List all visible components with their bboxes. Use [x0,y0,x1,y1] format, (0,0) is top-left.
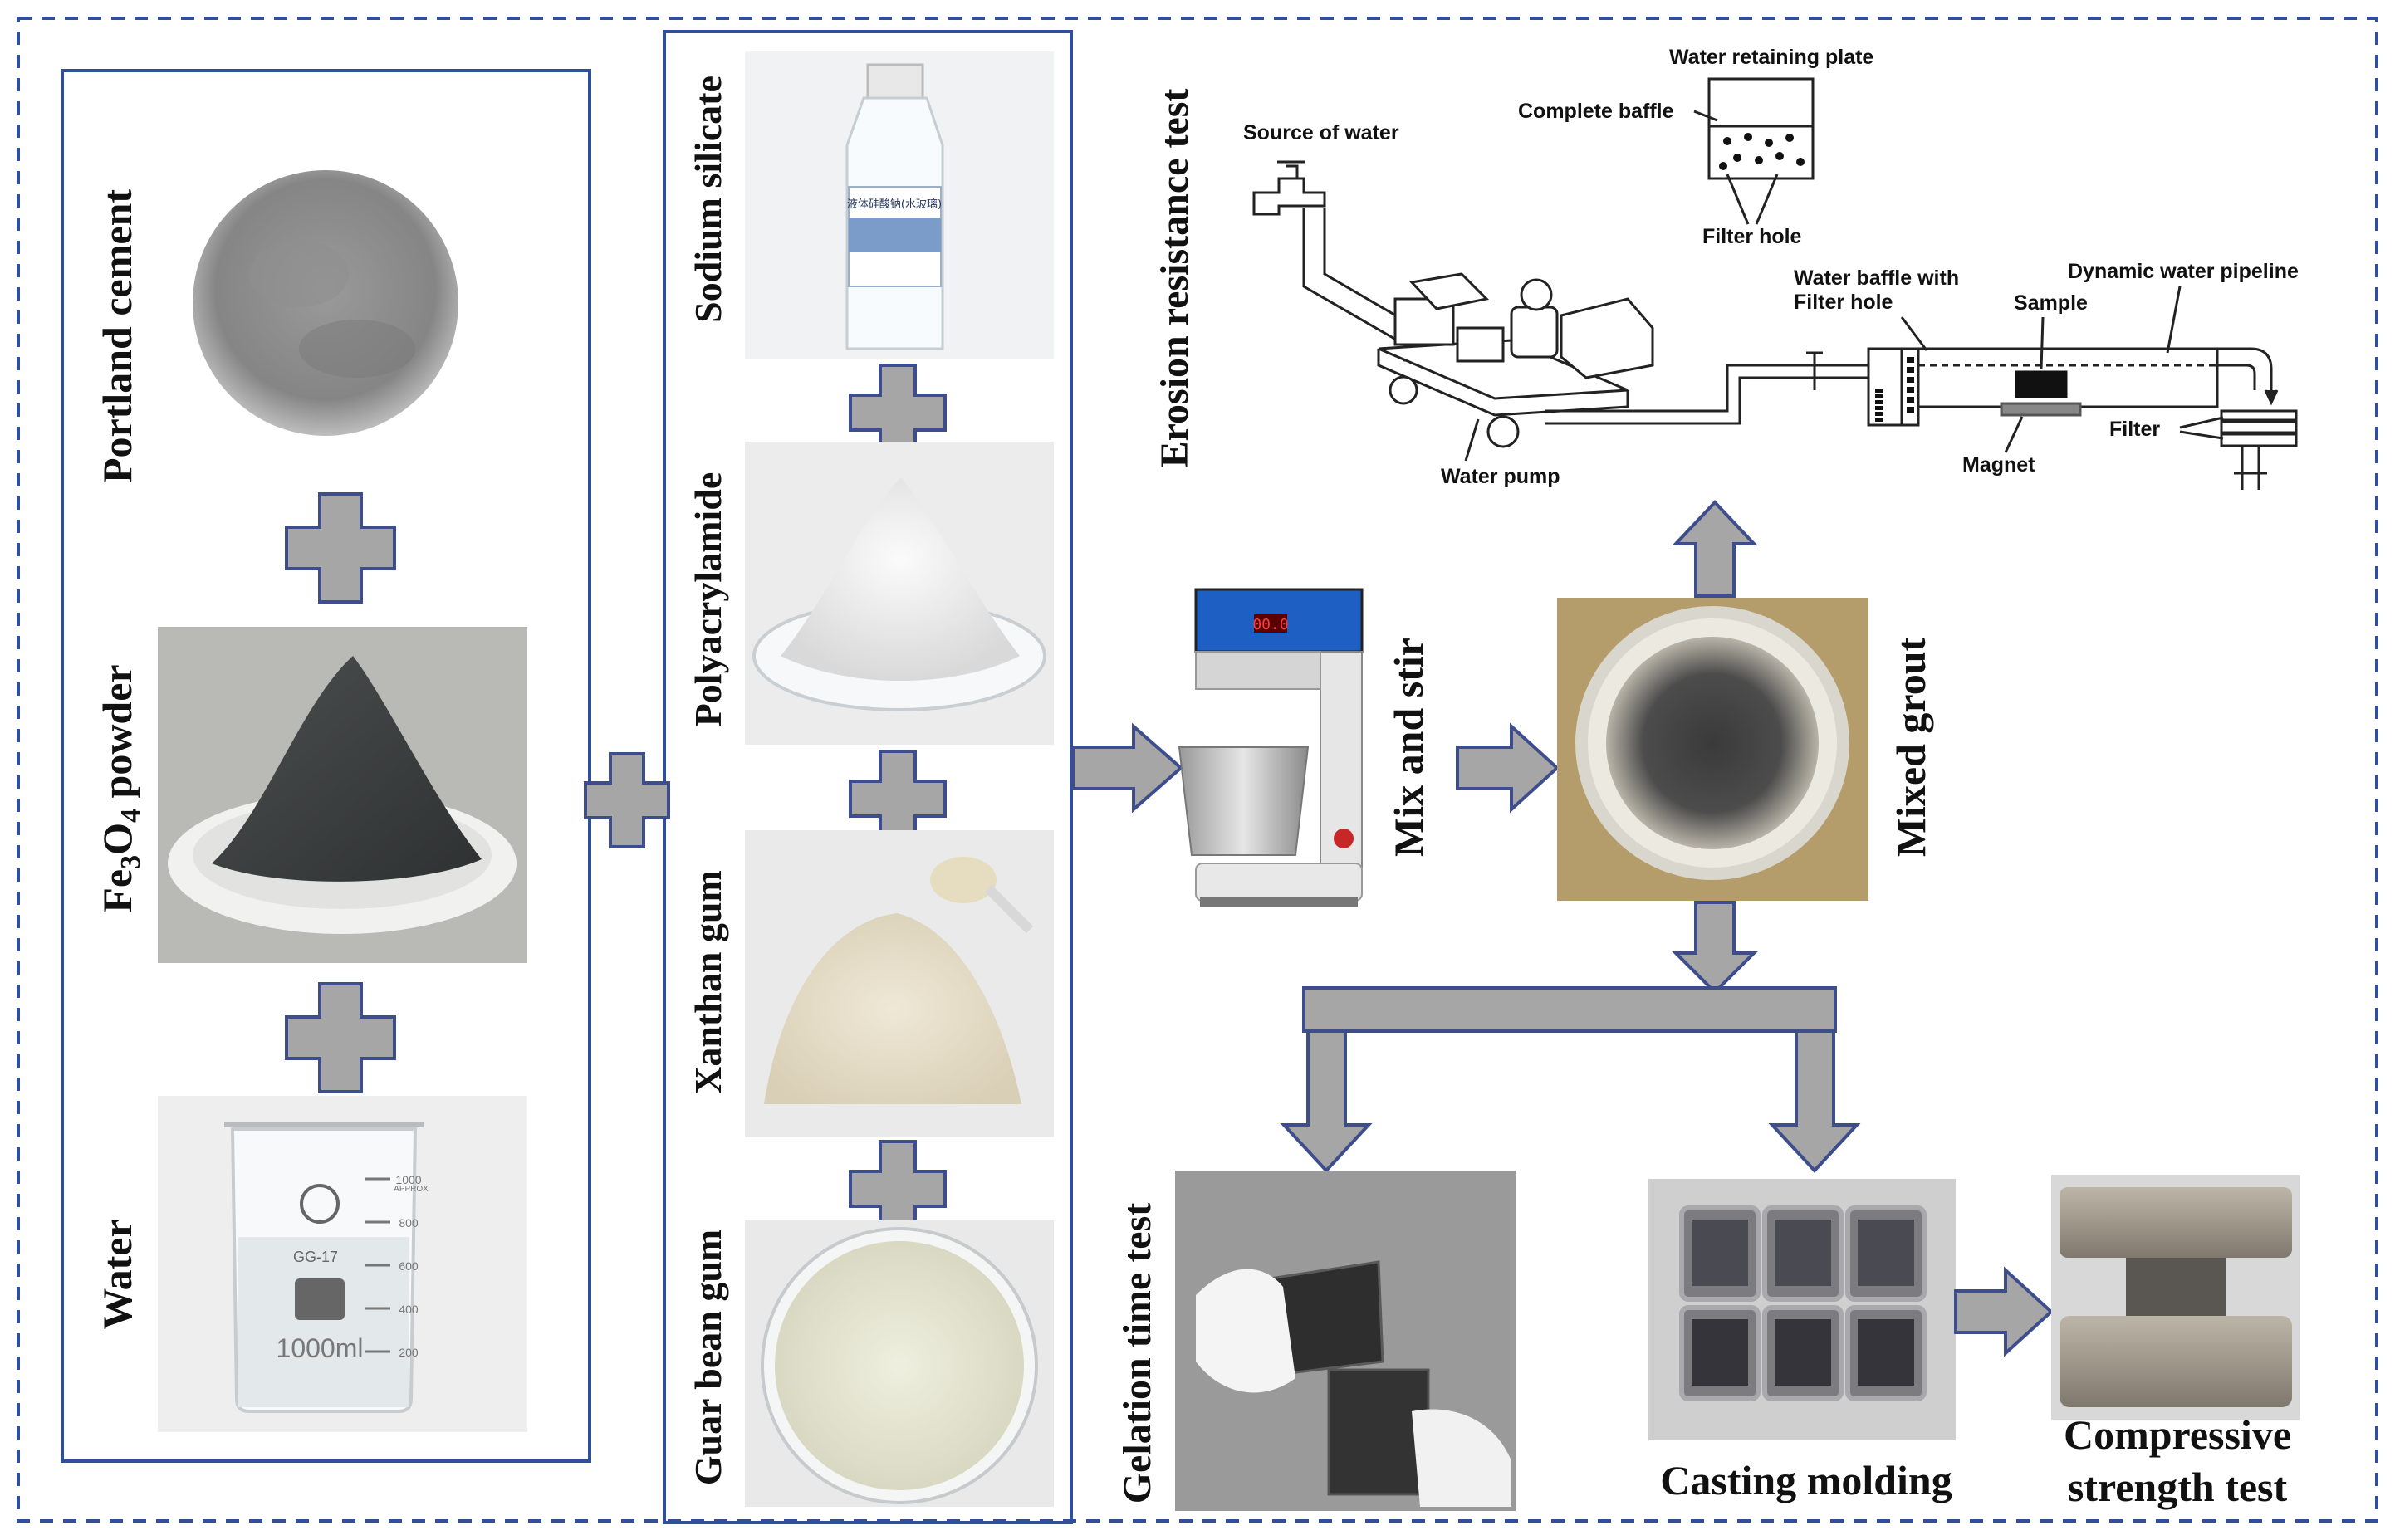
baffle-hole [1907,407,1914,413]
baffle-hole [1875,394,1883,398]
label-water-baffle-line1: Water baffle with [1794,266,1959,290]
leader-line [2004,416,2024,453]
plus-icon [285,982,396,1093]
beaker-tick-label: 200 [399,1346,419,1359]
splitter-bar [1302,986,1837,1033]
leader-line [1693,110,1718,122]
filter-hole-dot [1755,156,1763,164]
baffle-hole [1907,397,1914,403]
cast-sample-face [1775,1220,1831,1286]
xanthan-gum-image [745,830,1054,1137]
left-ingredient-box [61,69,591,1463]
beaker-tick-label: 600 [399,1259,419,1273]
label-mix-and-stir: Mix and stir [1385,638,1432,857]
label-water: Water [94,1219,140,1329]
gelation-test-image [1175,1171,1516,1511]
filter-hole-dot [1775,152,1784,160]
polyacrylamide-image [745,442,1054,745]
label-water-retaining-plate: Water retaining plate [1669,46,1873,69]
filter-hole-dot [1744,133,1752,141]
label-mixed-grout: Mixed grout [1888,637,1934,857]
label-magnet: Magnet [1962,453,2035,477]
arrow-to-compressive-test [1954,1266,2054,1357]
guar-bean-gum-image [745,1220,1054,1507]
label-filter: Filter [2109,418,2160,441]
label-complete-baffle: Complete baffle [1518,100,1674,123]
filter-hole-dot [1719,162,1727,170]
beaker-tick-label: 400 [399,1303,419,1316]
leader-line [1726,174,1779,225]
label-compressive-line2: strength test [2068,1464,2288,1510]
erosion-apparatus [1252,77,2298,490]
label-dynamic-water-pipeline: Dynamic water pipeline [2068,260,2299,283]
casting-molding-image [1648,1179,1956,1440]
leader-line [2040,316,2045,370]
erosion-holes [1719,133,1914,422]
svg-text:APPROX: APPROX [394,1185,429,1194]
label-gelation-time-test: Gelation time test [1115,1203,1159,1504]
label-source-of-water: Source of water [1243,121,1399,144]
baffle-hole [1875,389,1883,393]
arrow-to-casting-molding [1768,1029,1861,1173]
label-water-pump: Water pump [1441,465,1560,488]
filter-hole-dot [1796,158,1805,166]
arrow-down-from-grout [1672,901,1758,995]
beaker-image: GG-17 1000ml APPROX 1000 800 600 400 200 [158,1096,527,1432]
filter-hole-dot [1733,154,1741,162]
label-sample: Sample [2014,291,2088,315]
svg-text:1000ml: 1000ml [277,1333,364,1363]
cast-sample-face [1692,1319,1748,1386]
mixer-image: 00.0 [1178,588,1364,907]
baffle-hole [1907,377,1914,383]
filter-hole-dot [1765,139,1773,147]
label-compressive-line1: Compressive [2064,1411,2291,1458]
arrow-to-erosion-test [1672,500,1758,598]
arrow-to-grout [1456,722,1560,814]
label-xanthan-gum: Xanthan gum [687,870,729,1094]
svg-text:00.0: 00.0 [1252,616,1288,633]
baffle-hole [1907,357,1914,363]
fe3o4-powder-image [158,627,527,963]
arrow-to-mixer [1071,722,1184,814]
label-filter-hole-top: Filter hole [1702,225,1802,248]
leader-line [1900,316,1928,351]
plus-icon [285,492,396,604]
label-erosion-resistance-test: Erosion resistance test [1153,89,1197,468]
label-portland-cement: Portland cement [94,189,140,483]
filter-hole-dot [1723,137,1731,145]
beaker-tick-label: 800 [399,1216,419,1230]
compressive-test-image [2051,1175,2300,1420]
label-casting-molding: Casting molding [1660,1457,1952,1503]
label-sodium-silicate: Sodium silicate [687,76,729,323]
baffle-hole [1875,412,1883,416]
leader-line [1464,418,1480,462]
portland-cement-image [158,133,515,473]
baffle-hole [1875,418,1883,422]
baffle-hole [1907,367,1914,373]
beaker-tick-label: 1000 [395,1173,421,1186]
sodium-silicate-bottle-image: 液体硅酸钠(水玻璃) [745,51,1054,359]
leader-line [2166,286,2182,354]
leader-line [2179,416,2224,440]
baffle-hole [1875,400,1883,404]
plus-icon [584,752,670,848]
baffle-hole [1907,387,1914,393]
label-polyacrylamide: Polyacrylamide [687,472,729,727]
cast-sample-face [1858,1319,1914,1386]
baffle-hole [1875,406,1883,410]
arrow-to-gelation-test [1280,1029,1373,1173]
label-guar-bean-gum: Guar bean gum [687,1230,729,1485]
cast-sample-face [1775,1319,1831,1386]
svg-text:液体硅酸钠(水玻璃): 液体硅酸钠(水玻璃) [847,198,942,211]
label-fe3o4-powder: Fe3O4 powder [94,664,146,912]
cast-sample-face [1692,1220,1748,1286]
mixed-grout-image [1557,598,1868,901]
filter-hole-dot [1785,134,1794,142]
label-water-baffle-line2: Filter hole [1794,291,1893,314]
cast-sample-face [1858,1220,1914,1286]
svg-text:GG-17: GG-17 [293,1249,338,1265]
